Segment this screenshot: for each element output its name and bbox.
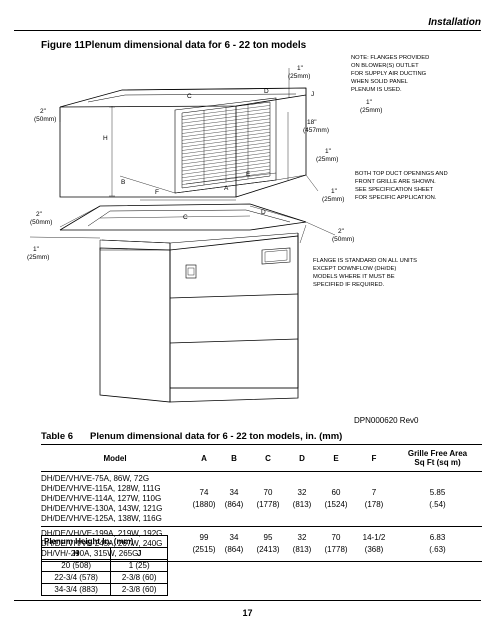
label-h: H [103, 135, 108, 142]
col-a: A [189, 444, 219, 472]
header-rule [14, 30, 481, 31]
grille-louver [181, 105, 271, 117]
cell-e: 60(1524) [317, 471, 355, 527]
footer-rule [14, 600, 481, 601]
cell-f: 7(178) [355, 471, 393, 527]
col-h: H [40, 547, 112, 560]
cell-b: 34(864) [219, 471, 249, 527]
grille-louver [181, 118, 271, 131]
dimension-lines [29, 68, 336, 244]
grille-louver [181, 115, 271, 127]
dim-1in-top: 1" [297, 65, 304, 72]
col-e: E [317, 444, 355, 472]
figure-caption: Plenum dimensional data for 6 - 22 ton m… [85, 40, 307, 51]
grille-louver [181, 155, 271, 168]
grille-louver [181, 142, 271, 155]
label-a: A [224, 185, 229, 192]
dim-25mm-mid: (25mm) [316, 156, 338, 163]
table-row: 22-3/4 (578) 2-3/8 (60) [40, 571, 168, 584]
grille-louver [181, 128, 271, 141]
col-c: C [249, 444, 287, 472]
dim-25mm-low: (25mm) [27, 254, 49, 261]
label-d-low: D [261, 209, 266, 216]
model-list: DH/DE/VH/VE-75A, 86W, 72G DH/DE/VH/VE-11… [41, 471, 189, 527]
cell-a: 74(1880) [189, 471, 219, 527]
grille-louver [181, 169, 271, 182]
grille-louver [181, 138, 271, 151]
grille-louver [181, 125, 271, 138]
label-j: J [311, 91, 314, 98]
grille-louver [181, 132, 271, 144]
note-flanges: NOTE: FLANGES PROVIDED ON BLOWER(S) OUTL… [351, 55, 430, 93]
section-header: Installation [428, 17, 481, 28]
grille-louver [181, 152, 271, 165]
drawing-id: DPN000620 Rev0 [354, 416, 419, 425]
dim-50mm-low-left: (50mm) [30, 219, 52, 226]
col-d: D [287, 444, 317, 472]
cell-f: 14-1/2(368) [355, 526, 393, 562]
col-b: B [219, 444, 249, 472]
grille-louver [181, 165, 271, 178]
note-both-top: BOTH TOP DUCT OPENINGS AND FRONT GRILLE … [355, 171, 448, 201]
dim-2in-low-left: 2" [36, 211, 43, 218]
grille-louver [181, 122, 271, 134]
dim-2in-left: 2" [40, 108, 47, 115]
table-row: 20 (508) 1 (25) [40, 559, 168, 572]
label-d-top: D [264, 88, 269, 95]
note-flange-standard: FLANGE IS STANDARD ON ALL UNITS EXCEPT D… [313, 258, 418, 288]
dim-25mm-right-top: (25mm) [360, 107, 382, 114]
figure-title: Figure 11Plenum dimensional data for 6 -… [41, 40, 306, 51]
plenum-table-caption: Plenum Height In. (mm) [41, 535, 168, 548]
grille-louver [181, 111, 271, 124]
plenum-diagram: C D J H B F E A C D 2" (50mm) 1" (25mm) … [27, 65, 382, 403]
cell-c: 70(1778) [249, 471, 287, 527]
table-row: 34-3/4 (883) 2-3/8 (60) [40, 583, 168, 596]
cell-grille: 5.85(.54) [393, 471, 482, 527]
dim-1in-low: 1" [33, 246, 40, 253]
dim-1in-side: 1" [331, 188, 338, 195]
label-f: F [155, 189, 159, 196]
unit-cabinet [59, 203, 307, 403]
label-e: E [246, 171, 251, 178]
plenum-height-table: Plenum Height In. (mm) H J 20 (508) 1 (2… [40, 535, 168, 596]
grille-louver [181, 159, 271, 172]
grille-louver [181, 162, 271, 175]
page-number: 17 [242, 608, 253, 618]
col-f: F [355, 444, 393, 472]
cell-d: 32(813) [287, 526, 317, 562]
cell-e: 70(1778) [317, 526, 355, 562]
grille-louver [181, 135, 271, 148]
grille-louver [181, 145, 271, 158]
dim-50mm-left: (50mm) [34, 116, 56, 123]
cell-a: 99(2515) [189, 526, 219, 562]
grille-louver [181, 148, 271, 161]
table-row: DH/DE/VH/VE-75A, 86W, 72G DH/DE/VH/VE-11… [41, 471, 482, 527]
dim-50mm-low-right: (50mm) [332, 236, 354, 243]
col-model: Model [41, 444, 189, 472]
dim-1in-right-top: 1" [366, 99, 373, 106]
cell-c: 95(2413) [249, 526, 287, 562]
label-b-top: B [121, 179, 125, 186]
figure-number: Figure 11 [41, 40, 85, 51]
dim-18in: 18" [307, 119, 317, 126]
table-number: Table 6 [41, 431, 74, 442]
dim-2in-low-right: 2" [338, 228, 345, 235]
label-c-low: C [183, 214, 188, 221]
label-c-top: C [187, 93, 192, 100]
dim-1in-mid: 1" [325, 148, 332, 155]
table-title: Table 6 Plenum dimensional data for 6 - 2… [41, 431, 342, 442]
dim-25mm-side: (25mm) [322, 196, 344, 203]
cell-grille: 6.83(.63) [393, 526, 482, 562]
cell-d: 32(813) [287, 471, 317, 527]
dim-457mm: (457mm) [303, 127, 329, 134]
grille-louver [181, 108, 271, 120]
table-caption: Plenum dimensional data for 6 - 22 ton m… [90, 431, 343, 442]
cell-b: 34(864) [219, 526, 249, 562]
col-j: J [110, 547, 168, 560]
dim-25mm-top: (25mm) [288, 73, 310, 80]
